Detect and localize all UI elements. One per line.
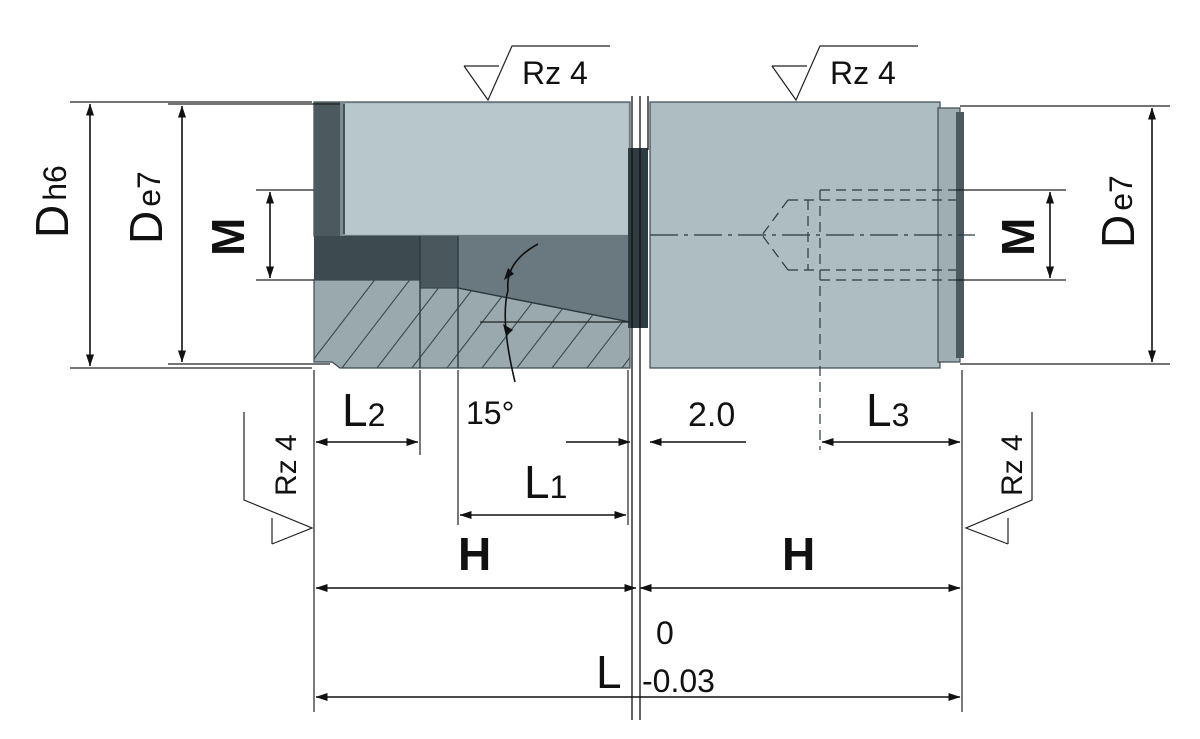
label-rz-top-right: Rz 4	[830, 55, 896, 91]
rz-symbol-side-left	[243, 412, 314, 545]
rz-symbol-top-left	[463, 45, 610, 102]
left-bore-step	[420, 236, 458, 288]
label-rz-side-right: Rz 4	[996, 434, 1029, 496]
right-part	[649, 101, 975, 450]
angle-arc	[504, 243, 539, 383]
surface-finish-symbols	[243, 45, 1033, 545]
left-taper	[458, 236, 630, 322]
label-tol-lower: -0.03	[642, 663, 715, 699]
gap-dark-band	[628, 148, 648, 328]
label-l3: L3	[866, 384, 909, 436]
labels: Dh6 De7 M M De7 L2 15° L1 2.0 L3 H H L 0…	[26, 55, 1144, 699]
label-d-left: De7	[120, 171, 172, 244]
label-d-main: Dh6	[26, 165, 78, 238]
label-m-right: M	[992, 218, 1044, 256]
left-bore-band	[314, 236, 420, 280]
label-angle: 15°	[466, 395, 514, 431]
left-chamfer	[314, 102, 344, 236]
label-d-right: De7	[1092, 175, 1144, 248]
left-part	[313, 101, 631, 369]
label-rz-side-left: Rz 4	[270, 434, 303, 496]
label-m-left: M	[202, 218, 254, 256]
extension-lines	[70, 101, 1170, 712]
label-tol-upper: 0	[656, 615, 674, 651]
left-body-face	[344, 104, 628, 234]
label-rz-top-left: Rz 4	[522, 55, 588, 91]
label-h-right: H	[782, 528, 815, 580]
threaded-hole	[761, 189, 956, 450]
label-gap: 2.0	[688, 396, 735, 434]
label-l-total: L	[596, 646, 622, 698]
label-l1: L1	[524, 456, 567, 508]
dimension-lines	[86, 103, 1156, 701]
label-l2: L2	[342, 384, 385, 436]
label-h-left: H	[458, 528, 491, 580]
rz-symbol-top-right	[771, 45, 918, 102]
center-gap	[628, 96, 649, 720]
rz-symbol-side-right	[964, 412, 1033, 545]
